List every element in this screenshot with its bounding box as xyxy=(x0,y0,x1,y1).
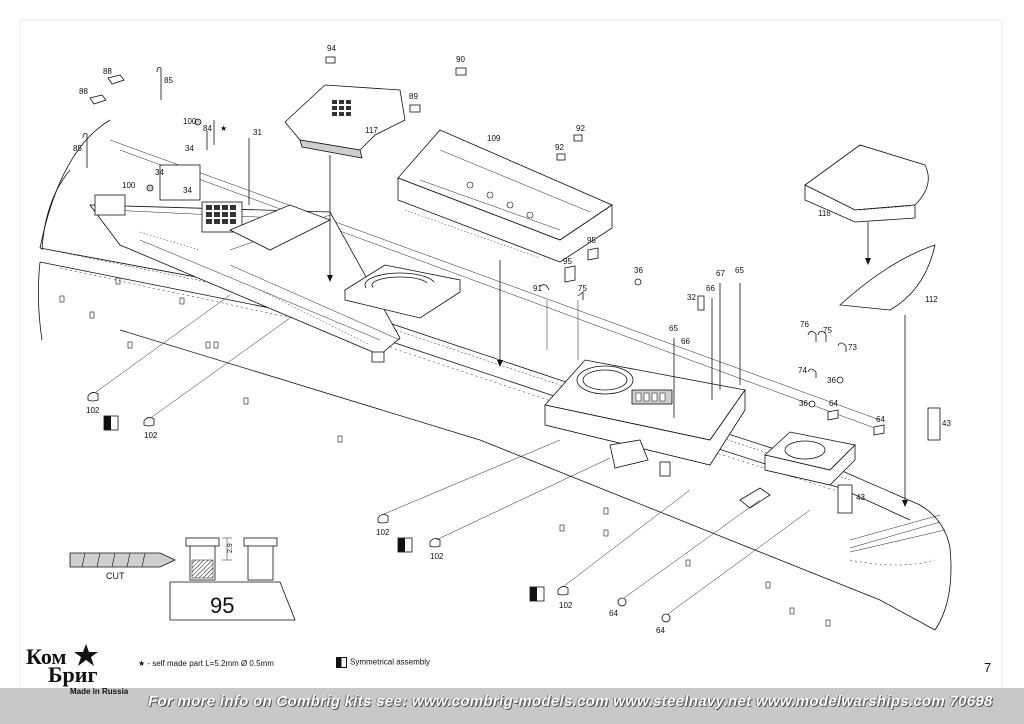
made-in-russia: Made in Russia xyxy=(70,687,129,696)
star-icon xyxy=(74,644,98,666)
label-91: 91 xyxy=(533,284,542,293)
part-109 xyxy=(397,129,613,367)
label-36-b: 36 xyxy=(827,376,836,385)
symmetrical-assembly-icons xyxy=(103,415,545,602)
label-66: 66 xyxy=(706,284,715,293)
self-made-part-note: ★ - self made part L=5.2mm Ø 0.5mm xyxy=(138,659,274,668)
footer-text: For more info on Combrig kits see: www.c… xyxy=(148,693,993,710)
label-64-c: 64 xyxy=(609,609,618,618)
label-36-c: 36 xyxy=(799,399,808,408)
symmetrical-assembly-note: Symmetrical assembly xyxy=(336,657,430,668)
logo-text-line1: Ком xyxy=(26,644,67,669)
label-84: 84 xyxy=(203,124,212,133)
label-95-a: 95 xyxy=(563,257,572,266)
label-88-a: 88 xyxy=(103,67,112,76)
label-117: 117 xyxy=(365,126,378,135)
label-64-d: 64 xyxy=(656,626,665,635)
logo-text-line2: Бриг xyxy=(48,662,98,687)
superstructure-aft xyxy=(89,164,462,363)
label-65-b: 65 xyxy=(669,324,678,333)
detail-part-number: 95 xyxy=(210,593,234,618)
footer-banner: For more info on Combrig kits see: www.c… xyxy=(0,688,1024,724)
label-67: 67 xyxy=(716,269,725,278)
symmetrical-assembly-icon xyxy=(336,657,347,668)
leader-lines xyxy=(95,294,811,615)
label-102-b: 102 xyxy=(144,431,158,440)
label-34-b: 34 xyxy=(155,168,164,177)
label-43-a: 43 xyxy=(942,419,951,428)
label-92-b: 92 xyxy=(555,143,564,152)
detail-inset: CUT 95 2.9 xyxy=(69,537,296,621)
label-92-a: 92 xyxy=(576,124,585,133)
label-74: 74 xyxy=(798,366,807,375)
label-112: 112 xyxy=(925,295,938,304)
label-64-b: 64 xyxy=(876,415,885,424)
label-88-b: 88 xyxy=(79,87,88,96)
label-89: 89 xyxy=(409,92,418,101)
label-94: 94 xyxy=(327,44,336,53)
label-32: 32 xyxy=(687,293,696,302)
label-75-b: 75 xyxy=(823,326,832,335)
part-116 xyxy=(804,144,929,265)
label-116: 116 xyxy=(818,209,831,218)
label-100-b: 100 xyxy=(122,181,136,190)
label-66-b: 66 xyxy=(681,337,690,346)
symmetrical-assembly-text: Symmetrical assembly xyxy=(350,657,431,667)
label-73: 73 xyxy=(848,343,857,352)
label-85-a: 85 xyxy=(164,76,173,85)
label-102-e: 102 xyxy=(559,601,573,610)
label-95-b: 95 xyxy=(587,236,596,245)
superstructure-mid xyxy=(544,359,941,514)
label-90: 90 xyxy=(456,55,465,64)
label-65-a: 65 xyxy=(735,266,744,275)
label-109: 109 xyxy=(487,134,501,143)
cut-label: CUT xyxy=(106,571,125,581)
label-36-a: 36 xyxy=(634,266,643,275)
label-64-a: 64 xyxy=(829,399,838,408)
label-76: 76 xyxy=(800,320,809,329)
part-labels: 94 88 85 88 85 100 84 ★ 31 34 34 34 100 … xyxy=(73,44,951,635)
combrig-logo: Ком Бриг Made in Russia xyxy=(26,640,146,700)
label-85-b: 85 xyxy=(73,144,82,153)
label-star: ★ xyxy=(220,124,227,133)
small-parts xyxy=(82,56,885,623)
label-31: 31 xyxy=(253,128,262,137)
part-117 xyxy=(284,84,406,282)
page-number: 7 xyxy=(984,660,992,675)
detail-dimension: 2.9 xyxy=(227,543,234,553)
label-102-c: 102 xyxy=(376,528,390,537)
label-100-a: 100 xyxy=(183,117,197,126)
label-43-b: 43 xyxy=(856,493,865,502)
label-102-a: 102 xyxy=(86,406,100,415)
label-34-a: 34 xyxy=(185,144,194,153)
label-75-a: 75 xyxy=(578,284,587,293)
part-112 xyxy=(839,244,936,507)
label-34-c: 34 xyxy=(183,186,192,195)
label-102-d: 102 xyxy=(430,552,444,561)
